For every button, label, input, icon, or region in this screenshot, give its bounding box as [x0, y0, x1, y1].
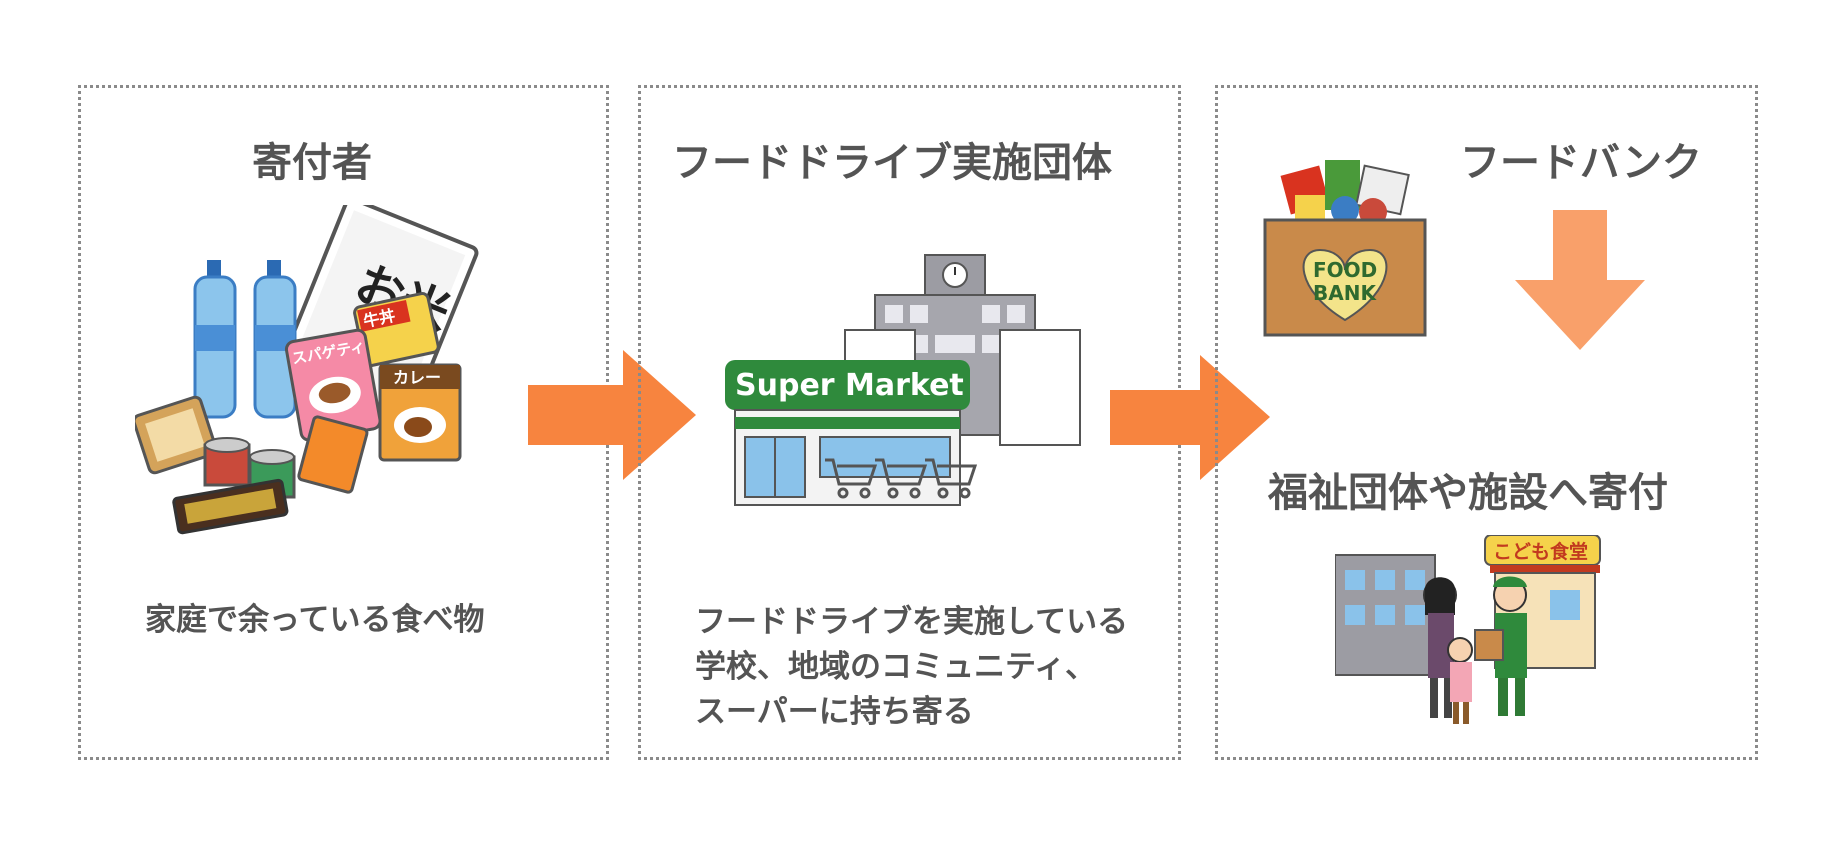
curry-label: カレー [393, 368, 441, 387]
snack-box-icon [297, 415, 369, 494]
spaghetti-pouch-icon: スパゲティ [284, 328, 382, 442]
donor-description: 家庭で余っている食べ物 [145, 598, 484, 643]
donor-title: 寄付者 [252, 140, 372, 186]
shopping-cart-icon [825, 458, 878, 499]
cracker-pack-icon [135, 395, 218, 475]
food-bank-box-illustration: FOOD BANK [1263, 160, 1427, 337]
description-line: 学校、地域のコミュニティ、 [695, 649, 1097, 685]
woman-icon [1423, 577, 1457, 718]
school-and-supermarket-illustration: Super Market [725, 254, 1081, 506]
facility-building-icon [1335, 554, 1436, 676]
welfare-donation-subtitle: 福祉団体や施設へ寄付 [1268, 470, 1668, 516]
staff-person-icon [1474, 576, 1527, 716]
description-line: フードドライブを実施している [695, 604, 1129, 640]
cafeteria-sign-label: こども食堂 [1493, 540, 1588, 563]
welfare-facility-illustration: こども食堂 [1335, 535, 1601, 724]
arrow-right-icon [1110, 355, 1270, 480]
produce-icon [1280, 160, 1410, 226]
water-bottle-icon [253, 260, 297, 419]
description-line: スーパーに持ち寄る [695, 694, 974, 730]
food-box-label-line2: BANK [1313, 281, 1377, 305]
gyudon-pack-icon: 牛丼 [353, 292, 440, 368]
food-items-illustration: お米 牛丼 スパゲティ カレー [135, 205, 479, 535]
arrow-down-icon [1515, 210, 1645, 350]
food-box-label-line1: FOOD [1313, 258, 1377, 282]
shopping-cart-icon [925, 458, 978, 499]
shopping-cart-icon [875, 458, 928, 499]
description-line: 家庭で余っている食べ物 [145, 602, 485, 638]
can-icon [203, 437, 251, 487]
panel-food-bank [1215, 85, 1758, 760]
supermarket-icon: Super Market [725, 360, 970, 506]
foodbank-title: フードバンク [1460, 140, 1702, 186]
arrow-right-icon [528, 350, 696, 480]
chocolate-bar-icon [172, 478, 289, 535]
curry-box-icon: カレー [378, 363, 462, 462]
organizer-title: フードドライブ実施団体 [672, 140, 1112, 186]
organizer-description: フードドライブを実施している 学校、地域のコミュニティ、 スーパーに持ち寄る [695, 600, 1128, 735]
water-bottle-icon [193, 260, 237, 419]
child-icon [1447, 637, 1473, 724]
store-sign-label: Super Market [735, 368, 964, 403]
